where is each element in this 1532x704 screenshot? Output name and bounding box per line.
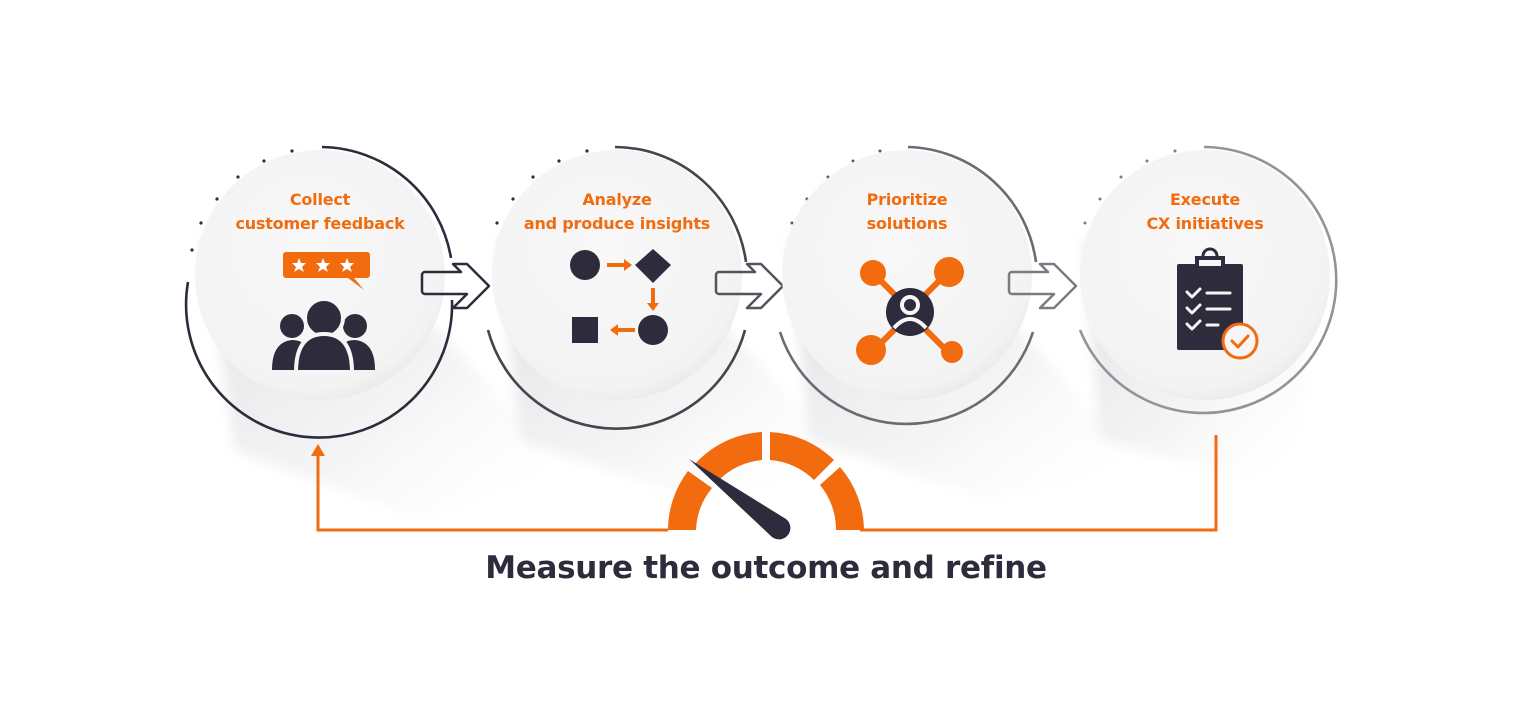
step-disc [782, 150, 1032, 400]
step-1-collect-feedback [184, 145, 454, 439]
arrow-up-icon [311, 444, 325, 456]
step-4-execute-initiatives [1078, 145, 1338, 415]
step-4-title-line1: Execute [1169, 190, 1241, 209]
step-2-title-line2: and produce insights [523, 214, 711, 233]
step-3-title-line1: Prioritize [866, 190, 948, 209]
step-1-title: Collect customer feedback [200, 188, 440, 236]
loop-line [316, 455, 668, 532]
arrow-right-icon [1007, 262, 1078, 310]
step-ring [184, 145, 454, 439]
step-ring [486, 145, 748, 430]
step-1-title-line2: customer feedback [235, 214, 405, 233]
flowchart-icon [570, 249, 671, 345]
arrow-right-icon [420, 262, 491, 310]
feedback-loop-label: Measure the outcome and refine [485, 550, 1047, 586]
group-with-star-rating-icon [272, 252, 375, 374]
step-ring [1078, 145, 1338, 415]
loop-line [860, 435, 1218, 532]
step-ring [778, 145, 1038, 426]
step-4-title: Execute CX initiatives [1085, 188, 1325, 236]
step-4-title-line2: CX initiatives [1146, 214, 1264, 233]
person-network-icon [856, 257, 964, 365]
dotted-arc [495, 149, 589, 225]
step-2-analyze-insights [486, 145, 748, 430]
step-2-title: Analyze and produce insights [497, 188, 737, 236]
clipboard-checklist-icon [1177, 247, 1259, 360]
feedback-loop [311, 432, 1218, 540]
arrow-right-icon [714, 262, 785, 310]
step-2-title-line1: Analyze [582, 190, 652, 209]
step-3-title: Prioritize solutions [787, 188, 1027, 236]
step-3-title-line2: solutions [866, 214, 948, 233]
speedometer-gauge-icon [668, 432, 864, 540]
step-disc [492, 150, 742, 400]
step-1-title-line1: Collect [289, 190, 351, 209]
step-3-prioritize-solutions [778, 145, 1038, 426]
dotted-arc [190, 149, 294, 252]
dotted-arc [1083, 149, 1177, 225]
